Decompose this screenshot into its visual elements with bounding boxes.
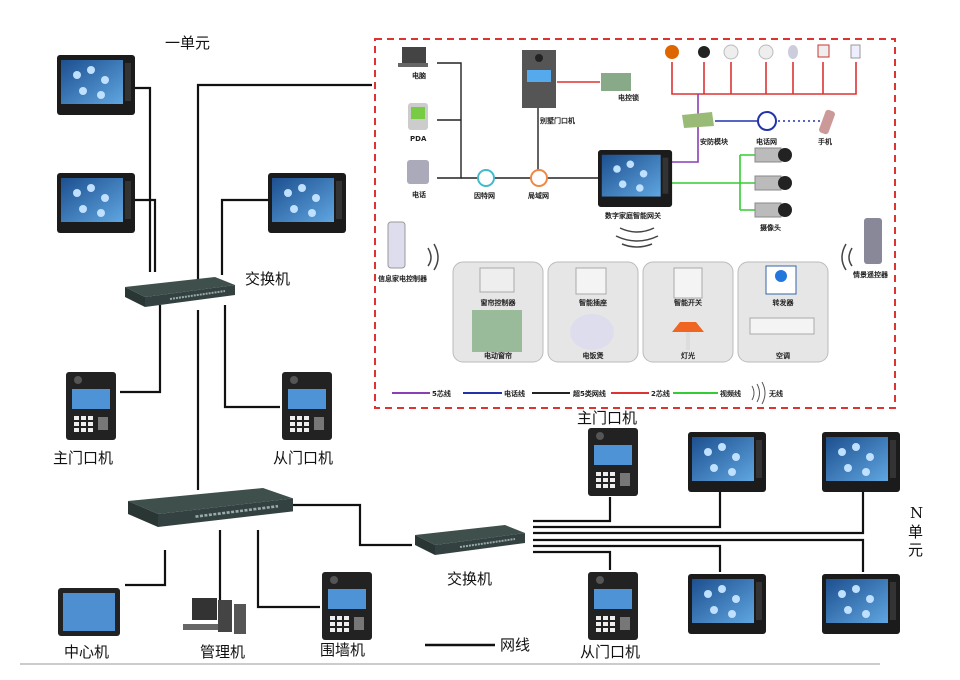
manager-label: 管理机 (200, 643, 245, 661)
network-switch-top (124, 276, 236, 308)
appliance-panel: 智能开关 灯光 (642, 261, 734, 363)
panel-bottom-label: 空调 (776, 351, 790, 360)
home-gateway-monitor (598, 150, 673, 207)
legend-2core: 2芯线 (651, 389, 670, 398)
camera-icon (754, 175, 793, 191)
lock-label: 电控锁 (618, 93, 639, 102)
panel-top-label: 转发器 (773, 298, 795, 307)
phone-network-icon (757, 111, 777, 131)
security-label: 安防模块 (700, 137, 729, 146)
mobile-icon (819, 109, 835, 135)
network-switch-mid (414, 524, 526, 556)
sub-door-right-label: 从门口机 (580, 643, 640, 661)
indoor-monitor (57, 173, 135, 233)
legend-video: 视频线 (720, 389, 741, 398)
villa-door-label: 别墅门口机 (539, 116, 575, 125)
center-label: 中心机 (64, 643, 109, 661)
wall-label: 围墙机 (320, 641, 365, 659)
switch-mid-label: 交换机 (447, 570, 492, 588)
scene-remote-label: 情景遥控器 (853, 270, 889, 279)
indoor-monitor (822, 574, 900, 634)
unitN-label-2: 单 (908, 523, 923, 541)
panel-top-label: 智能插座 (579, 298, 607, 307)
electric-lock-icon (601, 73, 631, 91)
legend-phone: 电话线 (504, 389, 525, 398)
computer-label: 电脑 (412, 71, 426, 80)
legend-cat5e: 超5类网线 (573, 389, 606, 398)
computer-icon (398, 47, 428, 67)
panel-top-label: 窗帘控制器 (481, 298, 517, 307)
phone-net-label: 电话网 (756, 137, 777, 146)
panel-top-label: 智能开关 (674, 298, 702, 307)
sub-door-station-right (588, 572, 638, 640)
wall-door-station (322, 572, 372, 640)
center-console (58, 588, 120, 636)
appliance-ctrl-label: 信息家电控制器 (378, 274, 428, 283)
appliance-panel: 智能插座 电饭煲 (547, 261, 639, 363)
phone-icon (407, 160, 429, 184)
indoor-monitor (688, 432, 766, 492)
panel-bottom-label: 电动窗帘 (484, 351, 512, 360)
phone-label: 电话 (412, 190, 426, 199)
camera-icon (754, 202, 793, 218)
main-door-station-left (66, 372, 116, 440)
lan-icon (530, 169, 548, 187)
appliance-panel: 转发器 空调 (737, 261, 829, 363)
sub-door-left-label: 从门口机 (273, 449, 333, 467)
scene-remote-icon (864, 218, 882, 264)
lan-label: 局域网 (528, 191, 549, 200)
core-switch (126, 486, 295, 529)
mobile-label: 手机 (818, 137, 832, 146)
switch-top-label: 交换机 (245, 270, 290, 288)
camera-label: 摄像头 (760, 223, 781, 232)
sub-door-station-left (282, 372, 332, 440)
alarm-sensors (665, 44, 861, 60)
camera-icon (754, 147, 793, 163)
indoor-monitor (268, 173, 346, 233)
network-wires (120, 83, 865, 609)
internet-label: 因特网 (474, 191, 495, 200)
pda-label: PDA (410, 135, 427, 143)
gateway-label: 数字家庭智能网关 (605, 211, 661, 220)
unit1-label: 一单元 (165, 34, 210, 52)
line-legend: 5芯线 电话线 超5类网线 2芯线 视频线 无线 (392, 381, 783, 405)
netline-label: 网线 (500, 636, 530, 654)
main-door-right-label: 主门口机 (577, 409, 637, 427)
indoor-monitor (822, 432, 900, 492)
panel-bottom-label: 电饭煲 (583, 351, 605, 360)
pda-icon (408, 103, 428, 130)
appliance-panel: 窗帘控制器 电动窗帘 (452, 261, 544, 363)
appliance-controller-icon (387, 221, 406, 269)
legend-5core: 5芯线 (432, 389, 451, 398)
wireless-icon (427, 227, 853, 271)
security-module-icon (682, 112, 714, 128)
management-pc (183, 598, 246, 634)
unitN-label-3: 元 (908, 541, 923, 559)
unitN-label-1: N (910, 504, 923, 522)
villa-door-station (522, 50, 556, 108)
legend-wireless: 无线 (768, 389, 783, 398)
internet-icon (477, 169, 495, 187)
indoor-monitor (688, 574, 766, 634)
indoor-monitor (57, 55, 135, 115)
main-door-station-right (588, 428, 638, 496)
main-door-left-label: 主门口机 (53, 449, 113, 467)
panel-bottom-label: 灯光 (681, 351, 695, 360)
